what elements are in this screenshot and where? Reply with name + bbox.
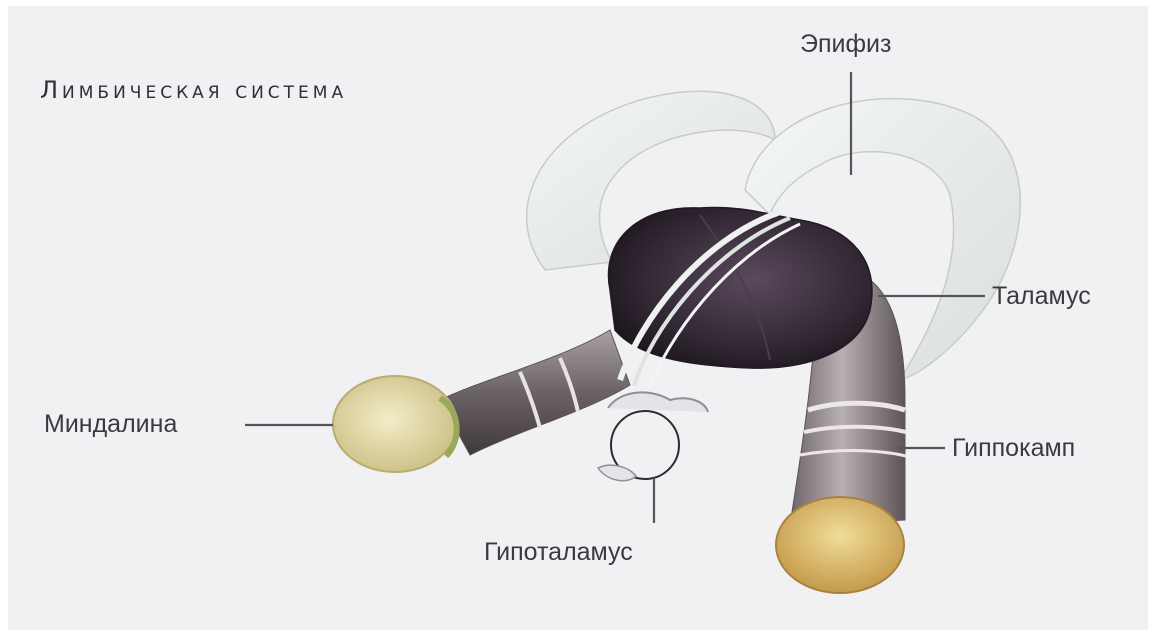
label-hippocampus: Гиппокамп	[952, 434, 1075, 463]
diagram-title: Лимбическая система	[40, 76, 347, 104]
label-talamus: Таламус	[992, 282, 1091, 311]
hypothalamus-structure	[598, 392, 708, 480]
label-epifiz: Эпифиз	[800, 30, 891, 59]
amygdala	[333, 376, 457, 472]
label-hypothalamus: Гипоталамус	[484, 538, 633, 567]
hippocampus-end	[776, 497, 904, 593]
label-amygdala: Миндалина	[44, 410, 177, 439]
hippocampus-left-tube	[440, 330, 630, 455]
